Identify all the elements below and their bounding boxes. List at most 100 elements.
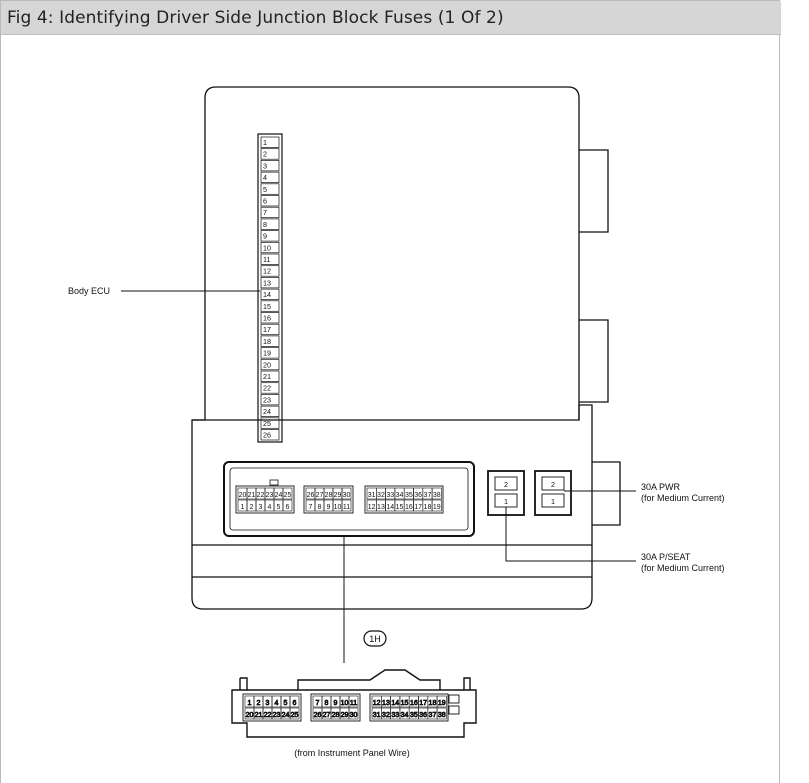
body-ecu-pin-cell (260, 288, 280, 300)
wire-pin-number: 8 (325, 700, 329, 707)
junction-pin-number: 24 (275, 492, 283, 499)
wire-pin-number: 14 (391, 700, 399, 707)
junction-pin-cell (431, 499, 442, 512)
wire-pin-number: 36 (419, 712, 427, 719)
junction-block-outline (191, 86, 621, 610)
junction-pin-number: 29 (334, 492, 342, 499)
junction-pin-number: 27 (316, 492, 324, 499)
wire-pin-number: 19 (438, 700, 446, 707)
body-ecu-pin-cell (260, 265, 280, 277)
fuse-pseat-sublabel: (for Medium Current) (641, 563, 725, 573)
wire-pin-number: 20 (246, 712, 254, 719)
body-ecu-pin-number: 13 (263, 278, 271, 287)
wire-pin-number: 34 (401, 712, 409, 719)
wire-pin-number: 1 (248, 700, 252, 707)
junction-pin-number: 35 (405, 492, 413, 499)
wire-pin-number: 29 (341, 712, 349, 719)
body-ecu-pin-cell (260, 323, 280, 336)
junction-pin-number: 12 (368, 504, 376, 511)
junction-pin-number: 13 (377, 504, 385, 511)
body-ecu-pin-number: 25 (263, 419, 271, 428)
wire-pin-number: 9 (334, 700, 338, 707)
wire-pin-number: 2 (257, 700, 261, 707)
junction-pin-number: 14 (386, 504, 394, 511)
junction-pin-number: 31 (368, 492, 376, 499)
wire-pin-number: 13 (382, 700, 390, 707)
wire-pin-number: 7 (316, 700, 320, 707)
body-ecu-pin-cell (260, 370, 280, 382)
body-ecu-label: Body ECU (68, 286, 110, 296)
body-ecu-pin-cell (260, 230, 280, 242)
wire-pin-number: 23 (273, 712, 281, 719)
title-bar: Fig 4: Identifying Driver Side Junction … (1, 1, 781, 35)
wire-pin-cell (436, 707, 447, 720)
junction-pin-number: 23 (266, 492, 274, 499)
body-ecu-pin-cell (260, 160, 280, 172)
body-ecu-pin-number: 10 (263, 243, 271, 252)
wire-pin-number: 18 (429, 700, 437, 707)
wire-pin-number: 3 (266, 700, 270, 707)
wire-pin-cell (348, 707, 359, 720)
body-ecu-pin-cell (260, 253, 280, 265)
junction-pin-number: 3 (259, 504, 263, 511)
junction-pin-number: 7 (309, 504, 313, 511)
body-ecu-pin-cell (260, 417, 280, 429)
body-ecu-pin-cell (260, 429, 280, 441)
body-ecu-pin-number: 23 (263, 395, 271, 404)
wire-pin-number: 25 (291, 712, 299, 719)
body-ecu-pin-number: 12 (263, 267, 271, 276)
wire-pin-number: 38 (438, 712, 446, 719)
wire-pin-number: 15 (401, 700, 409, 707)
body-ecu-pin-number: 24 (263, 407, 271, 416)
fuse-pwr-slot-2: 2 (551, 480, 555, 489)
wire-pin-number: 33 (391, 712, 399, 719)
junction-pin-number: 22 (257, 492, 265, 499)
wire-pin-number: 10 (341, 700, 349, 707)
body-ecu-pin-number: 16 (263, 314, 271, 323)
wire-pin-number: 11 (350, 700, 357, 707)
wire-pin-number: 17 (419, 700, 427, 707)
body-ecu-pin-cell (260, 206, 280, 219)
wire-pin-cell (348, 695, 359, 708)
junction-pin-number: 25 (284, 492, 292, 499)
wire-pin-number: 12 (373, 700, 381, 707)
body-ecu-pin-number: 11 (263, 255, 270, 264)
body-ecu-pin-number: 6 (263, 197, 267, 206)
wire-pin-number: 26 (314, 712, 322, 719)
junction-pin-number: 10 (334, 504, 342, 511)
body-ecu-pin-number: 1 (263, 138, 267, 147)
body-ecu-pin-cell (260, 183, 280, 195)
body-ecu-pin-column: 1234567891011121314151617181920212223242… (257, 133, 283, 443)
body-ecu-pin-number: 20 (263, 360, 271, 369)
figure-title: Fig 4: Identifying Driver Side Junction … (7, 8, 504, 28)
junction-pin-cell (431, 487, 442, 500)
wire-pin-number: 6 (293, 700, 297, 707)
wire-pin-number: 4 (275, 700, 279, 707)
wire-pin-number: 22 (264, 712, 272, 719)
body-ecu-pin-cell (260, 136, 280, 148)
body-ecu-pin-number: 21 (263, 372, 271, 381)
body-ecu-pin-number: 14 (263, 290, 271, 299)
body-ecu-pin-cell (260, 358, 280, 371)
body-ecu-pin-cell (260, 382, 280, 394)
junction-pin-number: 38 (433, 492, 441, 499)
junction-pin-number: 37 (424, 492, 432, 499)
body-ecu-pin-cell (260, 148, 280, 160)
body-ecu-pin-number: 18 (263, 337, 271, 346)
junction-pin-number: 36 (414, 492, 422, 499)
wire-pin-number: 21 (255, 712, 263, 719)
junction-pin-number: 28 (325, 492, 333, 499)
junction-pin-number: 21 (248, 492, 256, 499)
wire-pin-number: 27 (323, 712, 331, 719)
wire-pin-number: 30 (350, 712, 358, 719)
junction-pin-number: 4 (268, 504, 272, 511)
wire-pin-number: 32 (382, 712, 390, 719)
body-ecu-pin-cell (260, 195, 280, 207)
junction-pin-number: 26 (307, 492, 315, 499)
wire-pin-number: 16 (410, 700, 418, 707)
body-ecu-pin-cell (260, 171, 280, 183)
junction-pin-number: 6 (286, 504, 290, 511)
body-ecu-pin-number: 7 (263, 208, 267, 217)
body-ecu-pin-cell (260, 347, 280, 359)
wire-pin-number: 24 (282, 712, 290, 719)
